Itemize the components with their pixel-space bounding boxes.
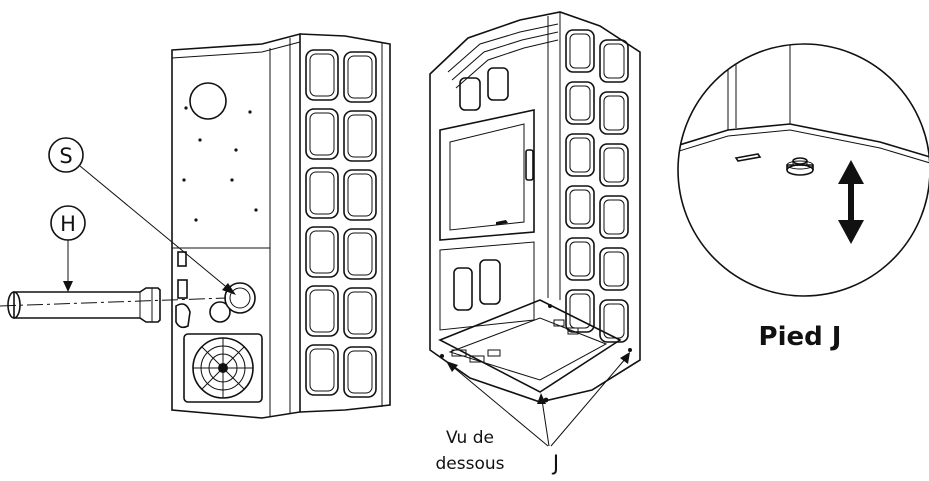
rear-tile	[343, 287, 377, 339]
front-tile-inset	[603, 199, 625, 235]
front-tile	[599, 247, 629, 291]
adjust-up-down-arrow-icon	[838, 160, 864, 244]
flue-pipe-h	[0, 287, 227, 323]
rear-tile	[343, 228, 377, 280]
front-tile-inset	[569, 137, 591, 173]
rear-tile	[343, 51, 377, 103]
foot-j-arrows	[446, 352, 630, 447]
foot-dots	[440, 304, 632, 403]
rear-tile-inset	[347, 114, 373, 158]
top-flue-hole	[189, 82, 227, 120]
bottom-plate	[438, 299, 622, 393]
rear-tile	[305, 285, 339, 337]
front-side-tiles	[565, 29, 629, 343]
front-body-outline	[429, 11, 641, 403]
front-tile	[565, 237, 595, 281]
front-tile-inset	[603, 147, 625, 183]
front-tile-inset	[603, 43, 625, 79]
foot-detail-view	[677, 43, 929, 297]
callout-h: H	[50, 205, 86, 292]
fan-grille-icon	[183, 333, 263, 403]
rear-tile	[305, 344, 339, 396]
front-tile-inset	[569, 33, 591, 69]
front-tile-inset	[569, 293, 591, 329]
rear-tile	[305, 108, 339, 160]
front-tile	[599, 143, 629, 187]
rear-panel	[171, 32, 301, 419]
front-tile-inset	[603, 303, 625, 339]
front-tile-inset	[569, 85, 591, 121]
rear-tile	[305, 167, 339, 219]
foot-detail-caption: Pied J	[759, 322, 842, 352]
rear-tile-inset	[309, 230, 335, 274]
electrical-socket	[175, 303, 191, 329]
front-tile	[565, 289, 595, 333]
rear-tile-inset	[347, 350, 373, 394]
stove-door	[439, 109, 535, 241]
front-tile	[565, 185, 595, 229]
front-tile	[565, 133, 595, 177]
bottom-view-label-line1: Vu de	[446, 428, 494, 448]
rear-tile	[343, 169, 377, 221]
front-tile-inset	[603, 95, 625, 131]
callout-s: S	[48, 137, 236, 295]
callout-s-label: S	[59, 144, 72, 168]
rear-tile	[343, 346, 377, 398]
front-tile	[599, 91, 629, 135]
front-tile	[599, 39, 629, 83]
door-glass	[449, 123, 525, 231]
front-tile	[599, 299, 629, 343]
front-tile-inset	[569, 189, 591, 225]
rear-tile-inset	[309, 171, 335, 215]
bottom-view-label-line2: dessous	[436, 454, 505, 474]
foot-j-label: J	[551, 451, 559, 475]
callout-h-label: H	[60, 212, 76, 236]
rear-tile	[343, 110, 377, 162]
air-intake-hole	[209, 301, 231, 323]
side-panel-tiles	[305, 49, 377, 398]
rear-tile-inset	[347, 232, 373, 276]
front-tile	[565, 81, 595, 125]
rear-tile-inset	[309, 289, 335, 333]
stove-front-view	[429, 11, 641, 403]
front-tile	[599, 195, 629, 239]
rear-tile-inset	[347, 55, 373, 99]
rear-tile-inset	[309, 112, 335, 156]
rear-tile	[305, 226, 339, 278]
front-tile-inset	[603, 251, 625, 287]
foot-slot	[734, 153, 762, 162]
door-handle	[525, 149, 534, 181]
stove-rear-view	[171, 32, 391, 419]
rear-tile-inset	[309, 348, 335, 392]
side-panel	[299, 33, 391, 413]
front-tile-inset	[569, 241, 591, 277]
brand-logo	[496, 220, 508, 225]
front-tile	[565, 29, 595, 73]
rear-tile-inset	[347, 291, 373, 335]
rear-tile-inset	[347, 173, 373, 217]
detail-circle	[677, 43, 929, 297]
rear-tile-inset	[309, 53, 335, 97]
adjustable-foot	[786, 157, 814, 176]
rear-tile	[305, 49, 339, 101]
